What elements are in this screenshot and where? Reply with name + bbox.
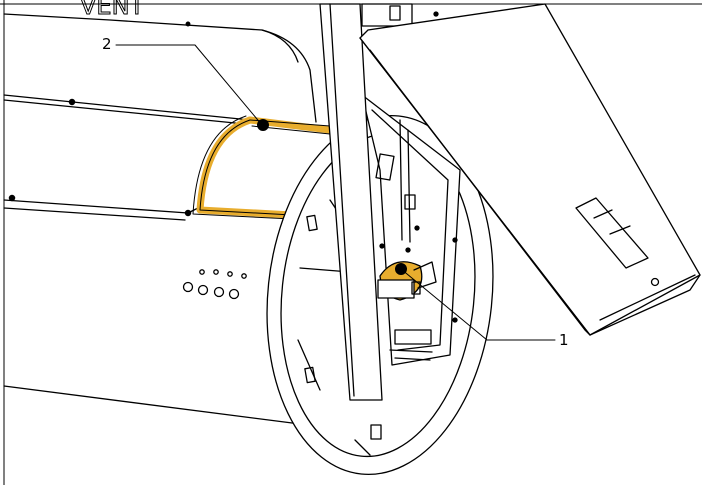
callout-label-1: 1: [559, 331, 569, 349]
housing-body: [3, 21, 301, 425]
upper-housing: [3, 13, 317, 123]
leader-line-2: [115, 44, 263, 126]
leader-lines: [115, 44, 556, 341]
callout-dot-1: [395, 263, 407, 275]
hinged-lid: [359, 3, 701, 336]
brand-lettering: VENT: [80, 0, 145, 20]
leader-line-1: [400, 268, 556, 341]
callout-dot-2: [257, 119, 269, 131]
upright-post: [319, 3, 439, 401]
vent-holes: [182, 269, 247, 300]
callout-label-2: 2: [102, 35, 112, 53]
